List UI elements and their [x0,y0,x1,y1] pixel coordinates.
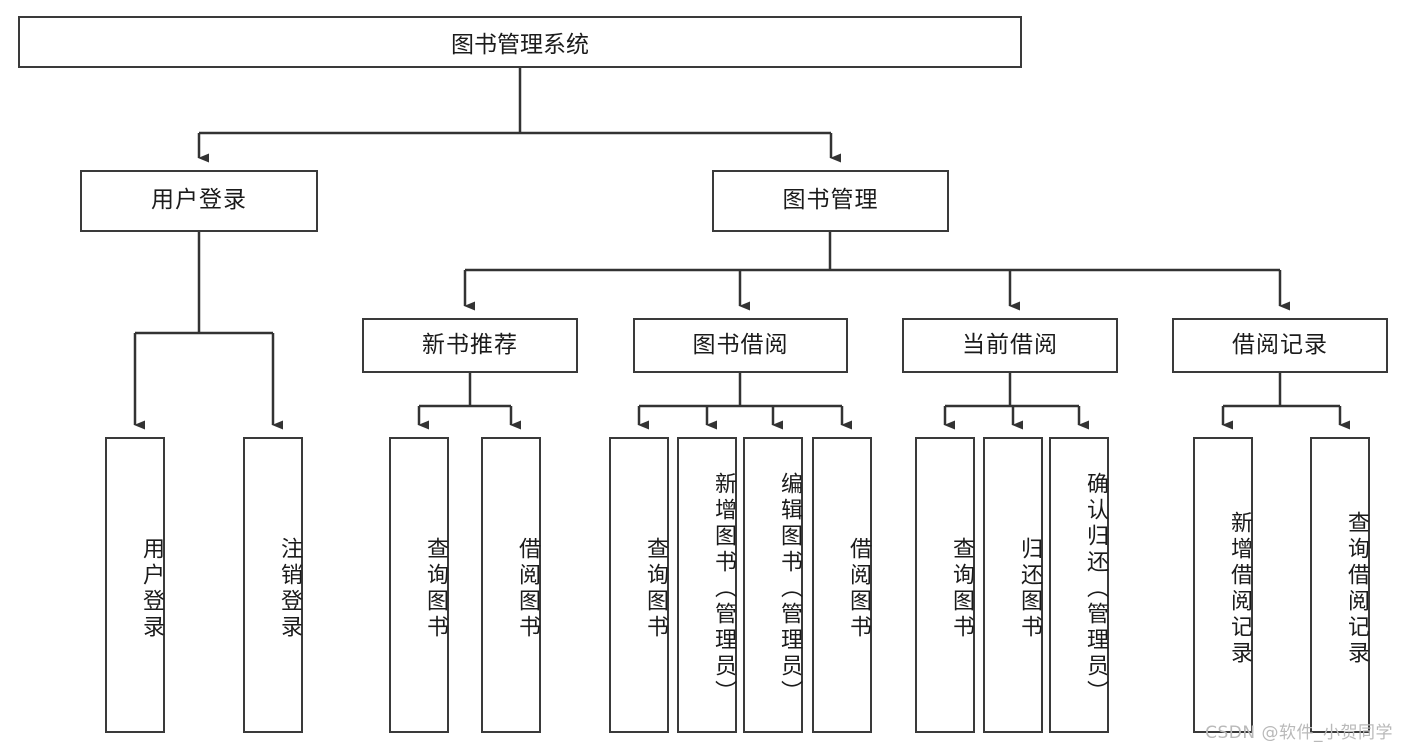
node-book-borrow[interactable]: 图书借阅 [633,318,848,373]
node-label: 借阅图书 [846,537,871,641]
node-label: 注销登录 [277,537,302,641]
node-label: 新书推荐 [422,331,518,358]
leaf-current-borrow-confirm-return-admin[interactable]: 确认归还（管理员） [1049,437,1109,733]
leaf-current-borrow-return-book[interactable]: 归还图书 [983,437,1043,733]
node-borrow-record[interactable]: 借阅记录 [1172,318,1388,373]
node-label: 图书管理 [782,187,879,214]
leaf-book-borrow-add-book-admin[interactable]: 新增图书（管理员） [677,437,737,733]
leaf-new-book-query-book[interactable]: 查询图书 [389,437,449,733]
node-label: 当前借阅 [962,331,1058,358]
leaf-user-login-login[interactable]: 用户登录 [105,437,165,733]
node-label: 新增图书（管理员） [711,472,736,706]
leaf-user-login-logout[interactable]: 注销登录 [243,437,303,733]
node-label: 编辑图书（管理员） [777,472,802,706]
node-label: 查询图书 [949,537,974,641]
node-root-book-management-system[interactable]: 图书管理系统 [18,16,1022,68]
leaf-book-borrow-borrow-book[interactable]: 借阅图书 [812,437,872,733]
node-user-login[interactable]: 用户登录 [80,170,318,232]
node-label: 确认归还（管理员） [1083,472,1108,706]
node-label: 借阅图书 [515,537,540,641]
node-label: 用户登录 [139,537,164,641]
leaf-borrow-record-add-record[interactable]: 新增借阅记录 [1193,437,1253,733]
node-label: 查询图书 [423,537,448,641]
node-label: 查询借阅记录 [1344,511,1369,667]
node-label: 新增借阅记录 [1227,511,1252,667]
node-label: 图书管理系统 [451,32,589,58]
node-label: 用户登录 [151,187,247,214]
node-label: 查询图书 [643,537,668,641]
node-book-management[interactable]: 图书管理 [712,170,949,232]
leaf-borrow-record-query-record[interactable]: 查询借阅记录 [1310,437,1370,733]
leaf-book-borrow-query-book[interactable]: 查询图书 [609,437,669,733]
leaf-book-borrow-edit-book-admin[interactable]: 编辑图书（管理员） [743,437,803,733]
node-current-borrow[interactable]: 当前借阅 [902,318,1118,373]
node-label: 归还图书 [1017,537,1042,641]
node-new-book-recommend[interactable]: 新书推荐 [362,318,578,373]
watermark-text: CSDN @软件_小贺同学 [1205,723,1393,743]
leaf-new-book-borrow-book[interactable]: 借阅图书 [481,437,541,733]
node-label: 图书借阅 [692,331,789,358]
leaf-current-borrow-query-book[interactable]: 查询图书 [915,437,975,733]
node-label: 借阅记录 [1232,331,1328,358]
